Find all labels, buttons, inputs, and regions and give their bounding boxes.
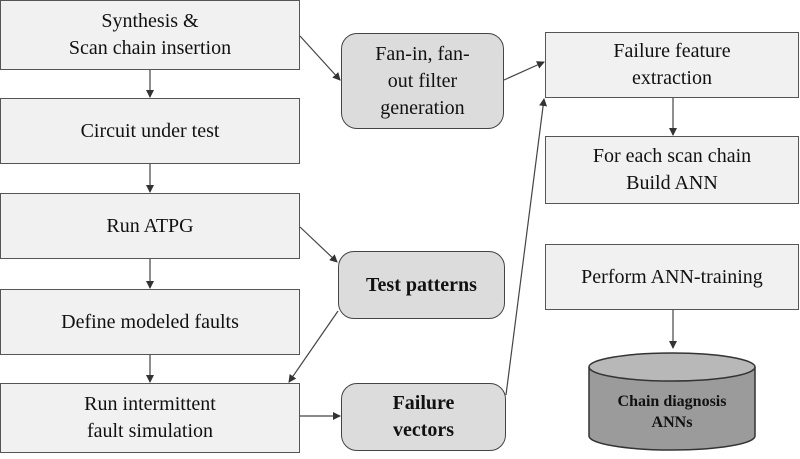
fault-sim-label: Run intermittent fault simulation xyxy=(84,393,216,442)
arrow-failurevectors-to-extraction xyxy=(505,98,548,396)
failure-vectors-box: Failure vectors xyxy=(341,383,506,451)
arrow-testpatterns-to-faultsim xyxy=(288,310,339,383)
test-patterns-label: Test patterns xyxy=(366,273,477,296)
arrow-fanin-to-extraction xyxy=(503,61,545,81)
chain-diagnosis-label: Chain diagnosis ANNs xyxy=(617,393,727,431)
synthesis-scan-chain-box: Synthesis & Scan chain insertion xyxy=(0,0,300,70)
atpg-label: Run ATPG xyxy=(106,214,194,237)
arrow-atpg-to-testpatterns xyxy=(299,226,338,263)
fan-filter-generation-box: Fan-in, fan- out filter generation xyxy=(341,33,504,129)
test-patterns-box: Test patterns xyxy=(338,251,505,319)
failure-vectors-label: Failure vectors xyxy=(392,392,455,441)
define-modeled-faults-box: Define modeled faults xyxy=(0,289,300,355)
fault-simulation-box: Run intermittent fault simulation xyxy=(0,383,300,453)
circuit-under-test-box: Circuit under test xyxy=(0,98,300,164)
ann-training-box: Perform ANN-training xyxy=(545,244,799,310)
build-ann-label: For each scan chain Build ANN xyxy=(592,145,752,194)
chain-diagnosis-database-icon xyxy=(588,352,756,451)
failure-feature-extraction-box: Failure feature extraction xyxy=(545,32,799,98)
arrow-synthesis-to-fanin xyxy=(299,35,341,81)
build-ann-box: For each scan chain Build ANN xyxy=(545,136,799,204)
fanin-label: Fan-in, fan- out filter generation xyxy=(375,42,470,119)
ann-training-label: Perform ANN-training xyxy=(581,265,763,288)
run-atpg-box: Run ATPG xyxy=(0,193,300,259)
synthesis-label: Synthesis & Scan chain insertion xyxy=(68,10,232,59)
define-label: Define modeled faults xyxy=(61,310,239,333)
circuit-label: Circuit under test xyxy=(80,119,220,142)
feature-extraction-label: Failure feature extraction xyxy=(613,40,731,89)
